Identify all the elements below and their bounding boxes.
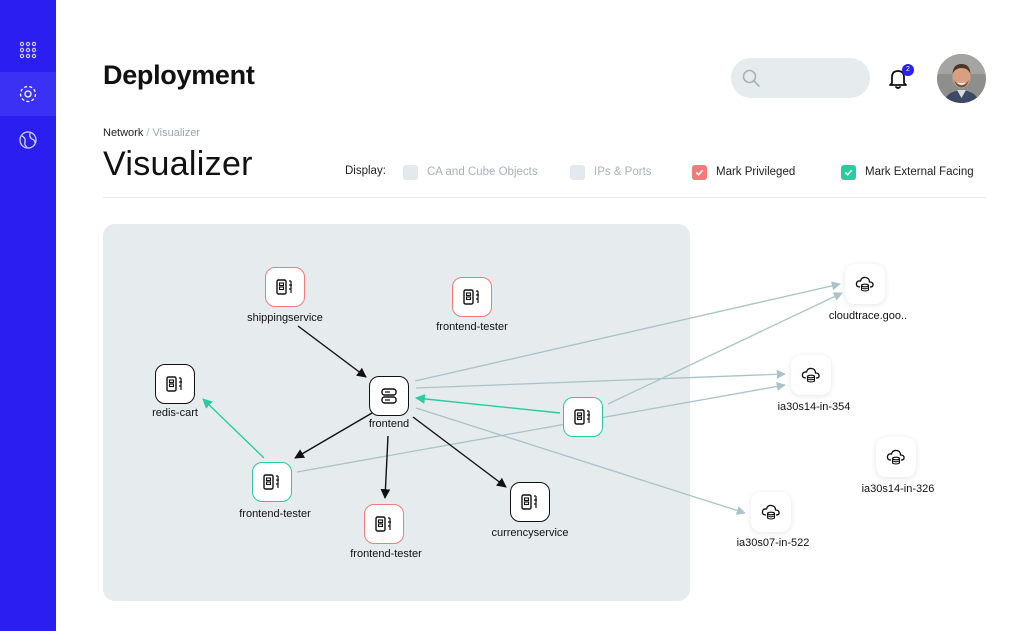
cloud-database-icon	[855, 276, 874, 292]
node-label: frontend-tester	[239, 508, 311, 520]
network-icon	[19, 85, 37, 103]
sidebar-item-dashboard[interactable]	[0, 28, 56, 72]
edge-frontend-ia30s14-354	[415, 369, 786, 389]
option-label: IPs & Ports	[594, 166, 652, 178]
cloud-database-icon	[801, 367, 820, 383]
breadcrumb-separator: /	[146, 127, 150, 139]
node-frontend-tester-right[interactable]	[563, 397, 603, 437]
check-icon	[695, 169, 704, 176]
edge-frontend-ia30s07-522	[415, 407, 746, 515]
avatar[interactable]	[937, 54, 986, 103]
app-title: Deployment	[103, 60, 255, 90]
edge-tester-right-cloudtrace	[607, 292, 843, 405]
node-label: ia30s07-in-522	[736, 537, 810, 549]
checkbox-checked[interactable]	[692, 164, 707, 180]
node-label: cloudtrace.goo..	[828, 310, 908, 322]
node-ia30s07-in-522[interactable]	[751, 492, 791, 532]
breadcrumb-current: Visualizer	[152, 127, 201, 139]
node-frontend-tester-bottom[interactable]	[364, 504, 404, 544]
display-option-ca-cube-objects[interactable]: CA and Cube Objects	[403, 164, 538, 180]
node-currencyservice[interactable]	[510, 482, 550, 522]
display-option-mark-external-facing[interactable]: Mark External Facing	[841, 164, 974, 180]
check-icon	[844, 169, 853, 176]
breadcrumb: Network / Visualizer	[103, 127, 200, 139]
globe-icon	[19, 131, 37, 149]
breadcrumb-network-link[interactable]: Network	[103, 127, 144, 139]
edge-tester-left-ia30s14-354	[296, 381, 786, 473]
node-label: frontend-tester	[436, 321, 508, 333]
server-icon	[381, 388, 397, 404]
node-label: redis-cart	[152, 407, 198, 419]
sidebar-item-globe[interactable]	[0, 118, 56, 162]
option-label: CA and Cube Objects	[427, 166, 538, 178]
node-label: ia30s14-in-326	[861, 483, 935, 495]
notification-badge: 2	[902, 64, 914, 76]
option-label: Mark External Facing	[865, 166, 974, 178]
page-title: Visualizer	[103, 145, 253, 183]
node-frontend-tester-top[interactable]	[452, 277, 492, 317]
edge-shipping-frontend	[297, 325, 367, 378]
pod-icon	[574, 409, 590, 425]
sidebar-item-network[interactable]	[0, 72, 56, 116]
edge-frontend-currency	[412, 416, 507, 488]
search-input[interactable]	[731, 58, 870, 98]
pod-icon	[276, 279, 292, 295]
node-ia30s14-in-326[interactable]	[876, 437, 916, 477]
user-avatar-image	[937, 54, 986, 103]
pod-icon	[263, 474, 279, 490]
pod-icon	[521, 494, 537, 510]
node-redis-cart[interactable]	[155, 364, 195, 404]
display-option-mark-privileged[interactable]: Mark Privileged	[692, 164, 795, 180]
edge-tester-right-frontend	[415, 394, 561, 414]
search-icon	[742, 69, 760, 87]
display-label: Display:	[345, 165, 386, 177]
edge-frontend-tester-left	[294, 412, 373, 459]
node-shippingservice[interactable]	[265, 267, 305, 307]
pod-icon	[375, 516, 391, 532]
node-label: frontend	[368, 418, 410, 430]
node-ia30s14-in-354[interactable]	[791, 355, 831, 395]
checkbox-unchecked[interactable]	[570, 164, 585, 180]
edge-tester-left-redis	[202, 398, 265, 459]
pod-icon	[166, 376, 182, 392]
cloud-database-icon	[886, 449, 905, 465]
pod-icon	[463, 289, 479, 305]
cloud-database-icon	[761, 504, 780, 520]
node-label: frontend-tester	[350, 548, 422, 560]
node-label: shippingservice	[247, 312, 323, 324]
option-label: Mark Privileged	[716, 166, 796, 178]
checkbox-unchecked[interactable]	[403, 164, 418, 180]
edge-frontend-cloudtrace	[414, 281, 841, 382]
node-frontend[interactable]	[369, 376, 409, 416]
sidebar	[0, 0, 56, 631]
notifications-button[interactable]: 2	[884, 64, 916, 96]
node-cloudtrace[interactable]	[845, 264, 885, 304]
bell-icon	[889, 70, 907, 89]
node-frontend-tester-left[interactable]	[252, 462, 292, 502]
header-divider	[103, 197, 986, 198]
edge-frontend-tester-bottom	[380, 435, 391, 499]
checkbox-checked[interactable]	[841, 164, 856, 180]
display-option-ips-ports[interactable]: IPs & Ports	[570, 164, 652, 180]
grid-icon	[19, 41, 37, 59]
node-label: currencyservice	[491, 527, 569, 539]
node-label: ia30s14-in-354	[777, 401, 851, 413]
